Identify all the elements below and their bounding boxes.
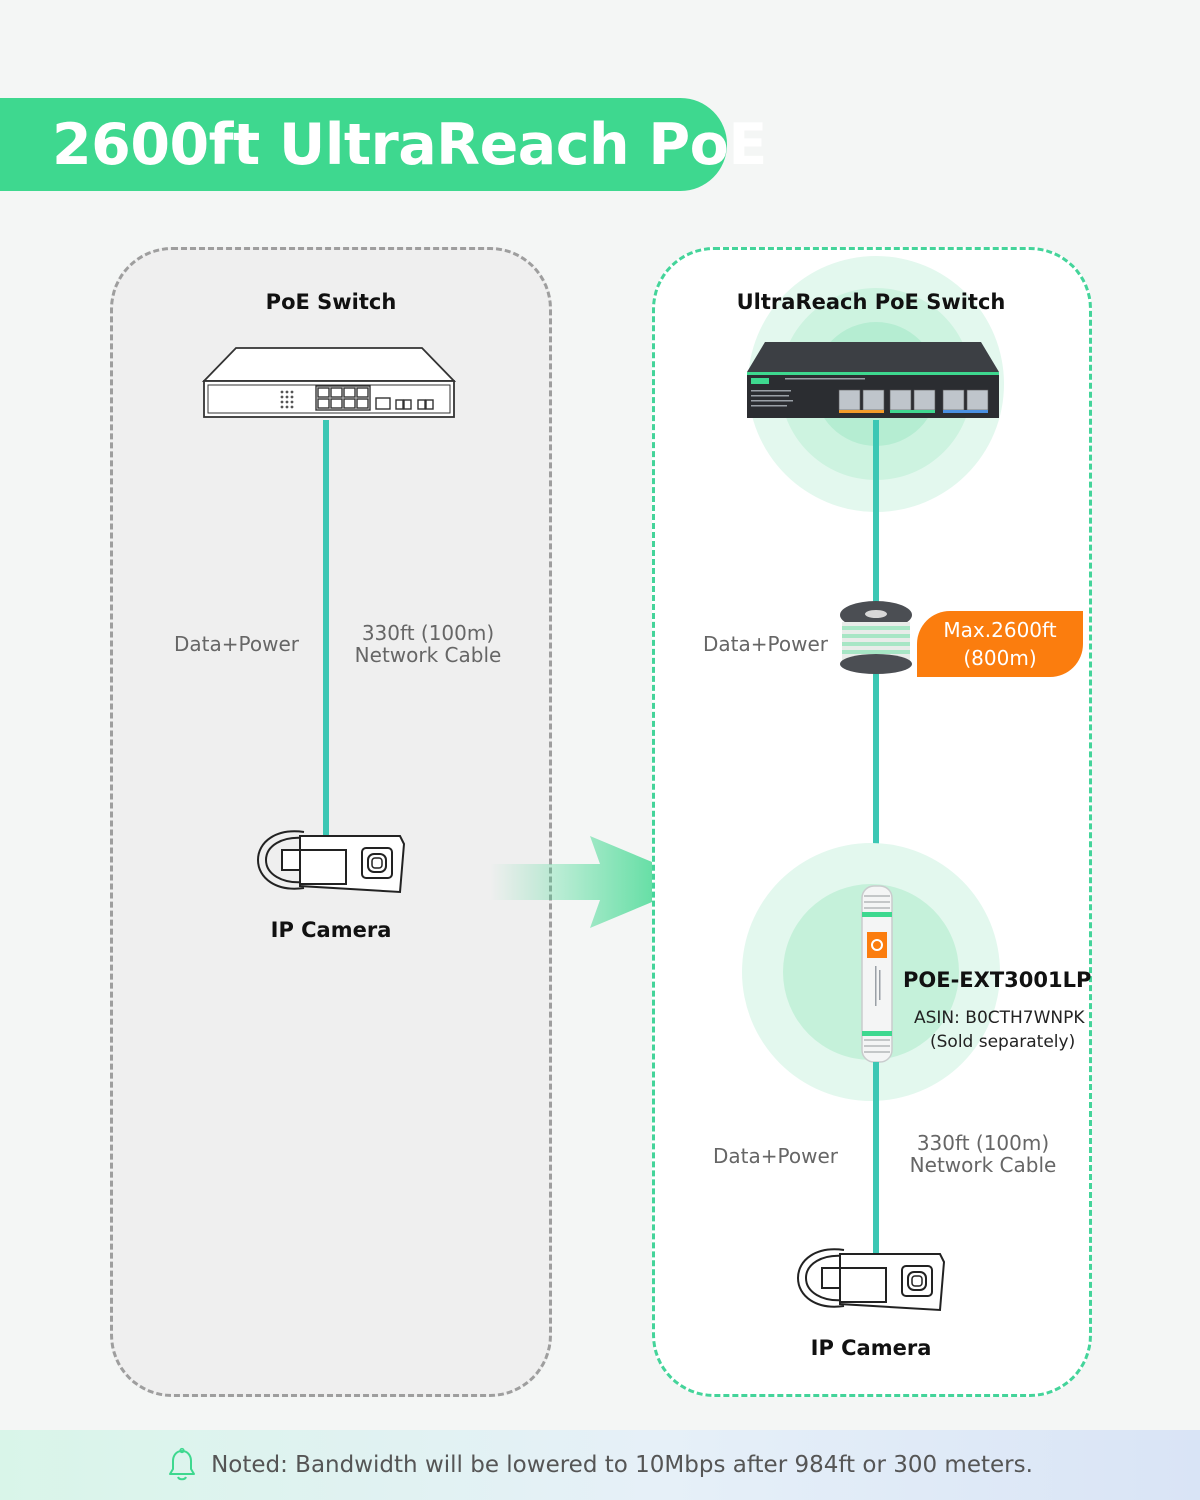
poe-switch-label: PoE Switch: [265, 290, 397, 314]
max-distance-badge: Max.2600ft (800m): [917, 611, 1083, 677]
bottom-data-power-label: Data+Power: [713, 1144, 838, 1168]
extender-note-label: (Sold separately): [930, 1032, 1076, 1052]
ip-camera-icon: [256, 830, 406, 894]
footer-note-bar: Noted: Bandwidth will be lowered to 10Mb…: [0, 1430, 1200, 1500]
title-banner: 2600ft UltraReach PoE: [0, 98, 767, 191]
ultrareach-cable-bottom: [873, 1062, 879, 1257]
page-title: 2600ft UltraReach PoE: [52, 111, 767, 178]
ultrareach-cable-top: [873, 420, 879, 605]
poe-extender-icon: [861, 885, 893, 1063]
data-power-label: Data+Power: [174, 632, 299, 656]
bandwidth-note: Noted: Bandwidth will be lowered to 10Mb…: [211, 1452, 1033, 1478]
ultrareach-cable-middle: [873, 670, 879, 895]
ultrareach-switch-icon: [747, 342, 999, 418]
standard-network-cable: [323, 420, 329, 838]
extender-model-label: POE-EXT3001LP: [903, 968, 1092, 992]
right-camera-label: IP Camera: [810, 1336, 932, 1360]
ultrareach-switch-label: UltraReach PoE Switch: [736, 290, 1006, 314]
ultrareach-poe-panel: [652, 247, 1092, 1397]
ultrareach-data-power-label: Data+Power: [703, 632, 828, 656]
standard-poe-panel: [110, 247, 552, 1397]
bell-icon: [169, 1447, 196, 1481]
bottom-cable-length-label: 330ft (100m) Network Cable: [909, 1131, 1057, 1177]
arrow-right-icon: [490, 836, 700, 928]
cable-length-label: 330ft (100m) Network Cable: [354, 621, 502, 667]
cable-spool-icon: [840, 601, 912, 674]
poe-switch-icon: [201, 347, 457, 418]
extender-asin-label: ASIN: B0CTH7WNPK: [914, 1008, 1085, 1028]
left-camera-label: IP Camera: [270, 918, 392, 942]
ip-camera-icon: [796, 1248, 946, 1312]
